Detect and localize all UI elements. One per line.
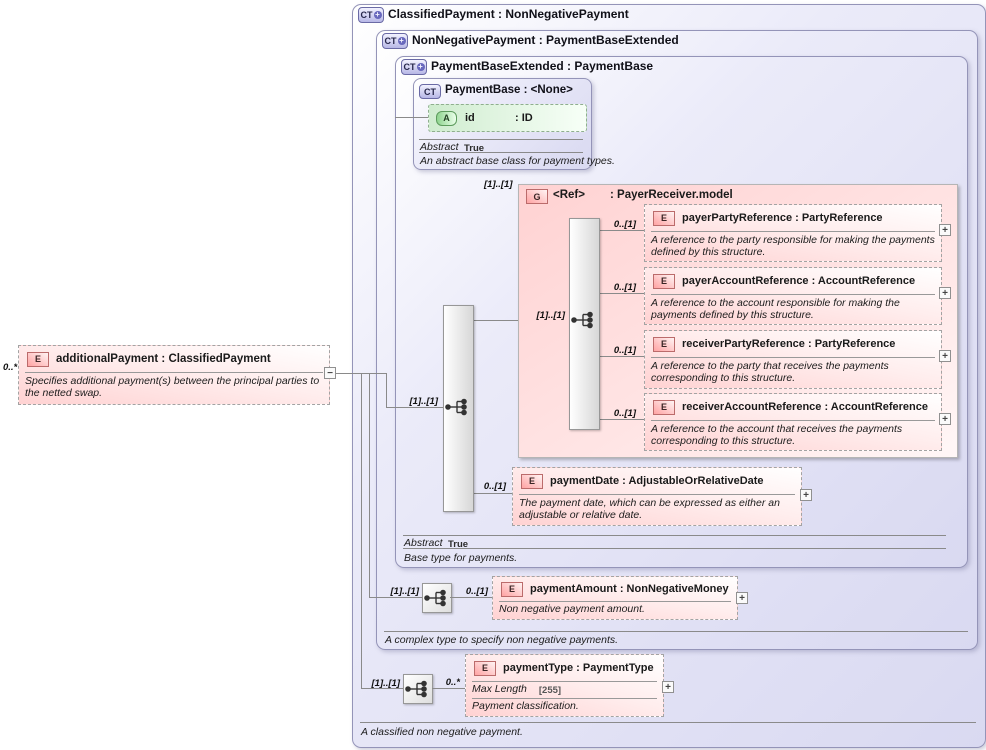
nonnegativepayment-annotation: A complex type to specify non negative p…	[385, 634, 619, 646]
expand-button[interactable]: +	[939, 287, 951, 299]
element-icon: E	[521, 473, 543, 489]
element-icon: E	[653, 210, 675, 226]
element-icon: E	[653, 399, 675, 415]
occurs-label: 0..*	[3, 362, 18, 373]
element-description: A reference to the account that receives…	[651, 423, 903, 447]
classifiedpayment-annotation: A classified non negative payment.	[361, 726, 523, 738]
element-paymentdate[interactable]: E paymentDate : AdjustableOrRelativeDate…	[512, 467, 802, 526]
expand-button[interactable]: +	[800, 489, 812, 501]
element-paymenttype[interactable]: E paymentType : PaymentType Max Length […	[465, 654, 664, 717]
abstract-value: True	[464, 143, 485, 154]
sequence-icon	[445, 398, 467, 416]
occurs-label: 0..[1]	[613, 408, 636, 419]
expand-button[interactable]: +	[736, 592, 748, 604]
element-title: additionalPayment : ClassifiedPayment	[56, 353, 271, 365]
element-description: Specifies additional payment(s) between …	[25, 375, 320, 399]
element-paymentamount[interactable]: E paymentAmount : NonNegativeMoney Non n…	[492, 576, 738, 620]
paymentbaseextended-title: PaymentBaseExtended : PaymentBase	[431, 59, 654, 73]
element-icon: E	[653, 336, 675, 352]
maxlength-value: [255]	[538, 684, 562, 696]
collapse-button[interactable]: −	[324, 367, 336, 379]
element-description: A reference to the party responsible for…	[651, 234, 935, 258]
sequence-icon	[571, 311, 593, 329]
element-description: A reference to the party that receives t…	[651, 360, 889, 384]
paymentbase-title: PaymentBase : <None>	[445, 84, 573, 96]
occurs-label: 0..[1]	[483, 481, 506, 492]
occurs-label: [1]..[1]	[536, 310, 566, 321]
abstract-label: Abstract	[420, 141, 459, 153]
element-title: receiverPartyReference : PartyReference	[682, 338, 896, 350]
element-description: Non negative payment amount.	[499, 603, 645, 615]
attribute-type: : ID	[515, 112, 533, 124]
occurs-label: 0..[1]	[613, 345, 636, 356]
occurs-label: 0..[1]	[613, 219, 636, 230]
sequence-bar	[569, 218, 600, 430]
element-title: payerAccountReference : AccountReference	[682, 275, 916, 287]
element-receiverpartyreference[interactable]: E receiverPartyReference : PartyReferenc…	[644, 330, 942, 389]
expand-button[interactable]: +	[939, 413, 951, 425]
element-title: paymentType : PaymentType	[503, 662, 654, 674]
plus-badge-icon: +	[416, 62, 425, 71]
abstract-value: True	[448, 539, 469, 550]
maxlength-label: Max Length	[472, 683, 527, 696]
occurs-label: 0..[1]	[613, 282, 636, 293]
complex-type-icon: CT+	[358, 7, 384, 23]
element-description: Payment classification.	[472, 700, 579, 712]
paymentbase-annotation: An abstract base class for payment types…	[420, 155, 615, 167]
group-type: : PayerReceiver.model	[610, 189, 733, 201]
attribute-id[interactable]: A id : ID	[428, 104, 587, 132]
element-title: paymentAmount : NonNegativeMoney	[530, 583, 729, 595]
element-title: receiverAccountReference : AccountRefere…	[682, 401, 928, 413]
element-payerpartyreference[interactable]: E payerPartyReference : PartyReference A…	[644, 204, 942, 262]
group-icon: G	[526, 189, 548, 204]
element-receiveraccountreference[interactable]: E receiverAccountReference : AccountRefe…	[644, 393, 942, 451]
group-name: <Ref>	[553, 189, 585, 201]
element-description: The payment date, which can be expressed…	[519, 497, 780, 521]
sequence-icon	[403, 674, 433, 704]
plus-badge-icon: +	[397, 36, 406, 45]
element-icon: E	[501, 581, 523, 597]
paymentbaseextended-annotation: Base type for payments.	[404, 552, 518, 564]
complex-type-icon: CT+	[401, 59, 427, 75]
occurs-label: 0..[1]	[465, 586, 488, 597]
abstract-label: Abstract	[404, 537, 443, 549]
element-description: A reference to the account responsible f…	[651, 297, 900, 321]
expand-button[interactable]: +	[939, 224, 951, 236]
element-icon: E	[653, 273, 675, 289]
occurs-label: 0..*	[445, 677, 460, 688]
attribute-icon: A	[436, 110, 457, 126]
element-title: payerPartyReference : PartyReference	[682, 212, 883, 224]
occurs-label: [1]..[1]	[390, 586, 420, 597]
element-additionalpayment[interactable]: E additionalPayment : ClassifiedPayment …	[18, 345, 330, 405]
complex-type-icon: CT+	[382, 33, 408, 49]
attribute-connector-line	[395, 117, 429, 118]
element-payeraccountreference[interactable]: E payerAccountReference : AccountReferen…	[644, 267, 942, 325]
complex-type-icon: CT	[419, 84, 441, 99]
occurs-label: [1]..[1]	[484, 179, 513, 190]
classifiedpayment-title: ClassifiedPayment : NonNegativePayment	[388, 7, 629, 21]
element-title: paymentDate : AdjustableOrRelativeDate	[550, 475, 764, 487]
occurs-label: [1]..[1]	[409, 396, 439, 407]
nonnegativepayment-title: NonNegativePayment : PaymentBaseExtended	[412, 33, 679, 47]
attribute-name: id	[465, 112, 475, 124]
sequence-icon	[422, 583, 452, 613]
element-icon: E	[474, 660, 496, 676]
element-icon: E	[27, 351, 49, 367]
occurs-label: [1]..[1]	[371, 678, 401, 689]
expand-button[interactable]: +	[939, 350, 951, 362]
expand-button[interactable]: +	[662, 681, 674, 693]
plus-badge-icon: +	[373, 10, 382, 19]
